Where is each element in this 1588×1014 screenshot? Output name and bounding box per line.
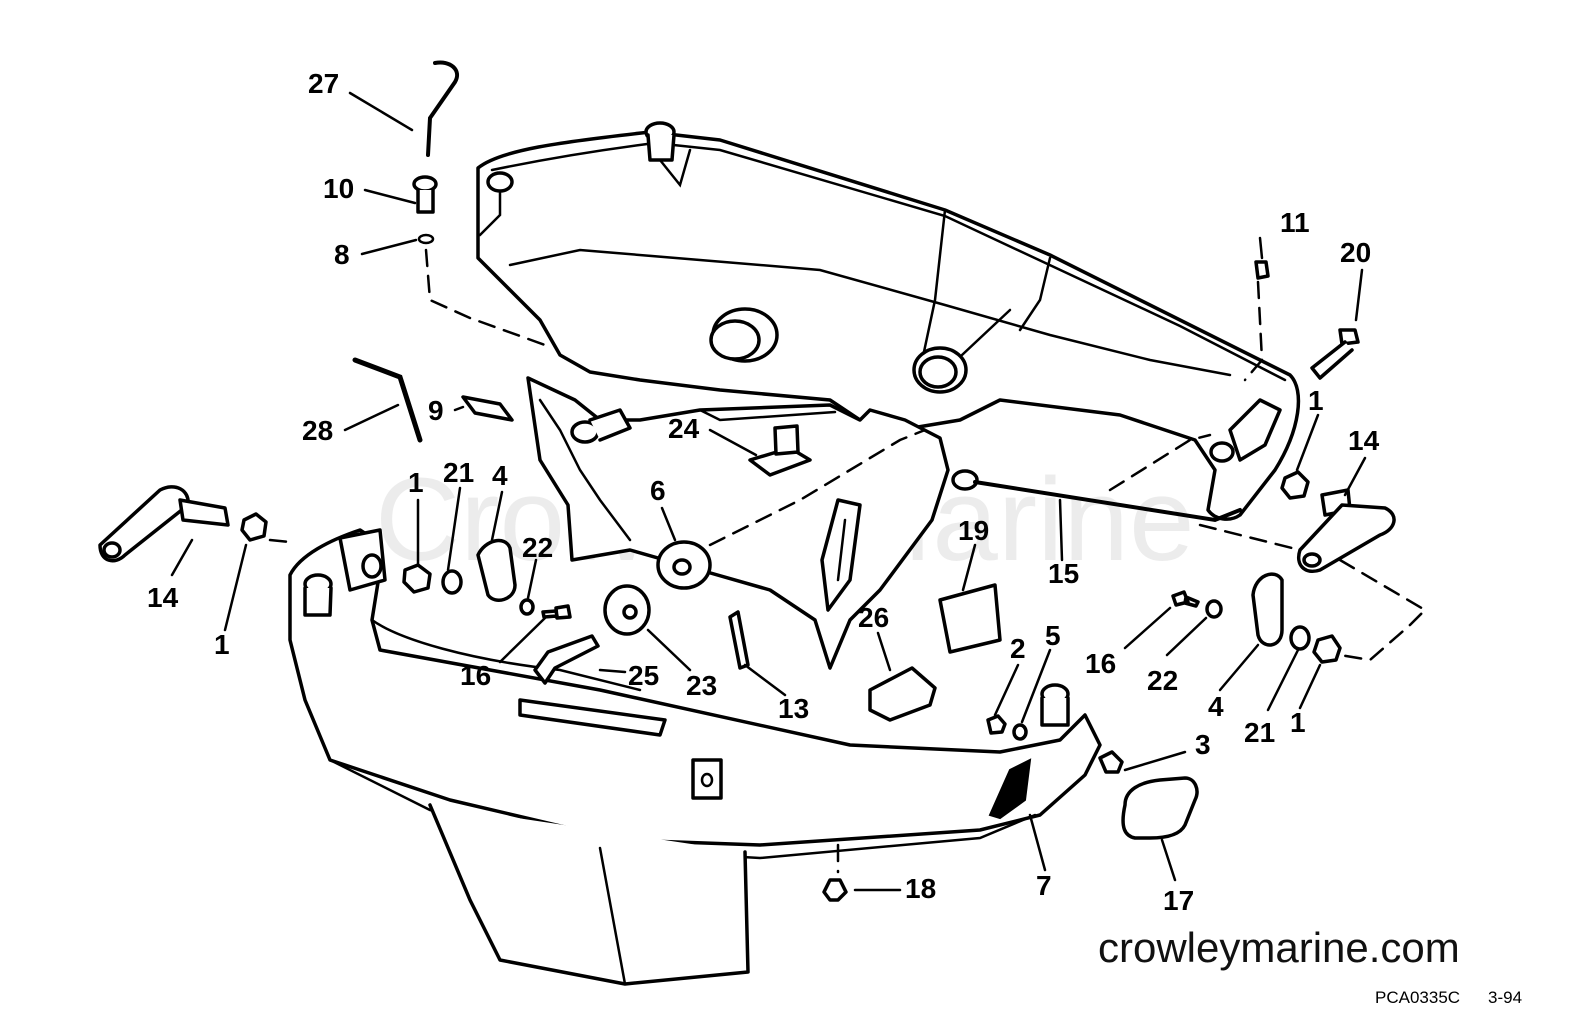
- part-1-nut-left: [240, 512, 268, 542]
- part-9-clip: [461, 395, 514, 422]
- part-14-latch-handle-left: [98, 485, 230, 563]
- part-26-bracket: [868, 666, 937, 722]
- assembly-lines: [268, 248, 1428, 874]
- callout-15: 15: [1048, 558, 1079, 589]
- part-20-screw: [1310, 328, 1360, 380]
- callout-21-right: 21: [1244, 717, 1275, 748]
- callout-21-left: 21: [443, 457, 474, 488]
- callout-28: 28: [302, 415, 333, 446]
- callout-22-left: 22: [522, 532, 553, 563]
- site-url: crowleymarine.com: [1098, 924, 1460, 971]
- callout-8: 8: [334, 239, 350, 270]
- callout-13: 13: [778, 693, 809, 724]
- part-24-bracket: [748, 424, 812, 477]
- part-18-screw: [822, 878, 848, 902]
- part-4-latch-plate-right: [1251, 572, 1284, 647]
- callout-1-mid: 1: [408, 467, 424, 498]
- callout-16-left: 16: [460, 660, 491, 691]
- part-1-nut-mid: [402, 563, 432, 594]
- part-19-pad: [938, 583, 1002, 654]
- motor-cover-side-panel: [526, 376, 979, 670]
- part-16-screw-left: [541, 604, 572, 620]
- callout-2: 2: [1010, 633, 1026, 664]
- callout-16-right: 16: [1085, 648, 1116, 679]
- callout-labels: 27 10 8 28 9 24 11 20 1 14 14 1 1 21 4 2…: [147, 68, 1380, 916]
- part-10-grommet: [412, 175, 438, 214]
- part-8-o-ring: [417, 233, 435, 245]
- part-1-nut-right-lower: [1312, 634, 1342, 664]
- callout-7: 7: [1036, 870, 1052, 901]
- part-22-washer-right: [1205, 599, 1223, 619]
- part-14-latch-handle-right: [1297, 488, 1396, 573]
- callout-14-right: 14: [1348, 425, 1380, 456]
- part-17-plug: [1121, 776, 1199, 840]
- callout-19: 19: [958, 515, 989, 546]
- part-16-screw-right: [1171, 590, 1200, 608]
- callout-3: 3: [1195, 729, 1211, 760]
- callout-18: 18: [905, 873, 936, 904]
- lower-motor-cover: [288, 528, 1102, 986]
- part-28-link-rod: [352, 357, 423, 443]
- callout-20: 20: [1340, 237, 1371, 268]
- callout-6: 6: [650, 475, 666, 506]
- part-25-stud: [533, 634, 600, 685]
- part-13-clip: [728, 610, 750, 670]
- drawing-date: 3-94: [1488, 988, 1523, 1007]
- callout-1-right-upper: 1: [1308, 385, 1324, 416]
- part-21-washer-left: [441, 569, 463, 595]
- callout-24: 24: [668, 413, 700, 444]
- leader-lines: [170, 91, 1367, 892]
- callout-23: 23: [686, 670, 717, 701]
- part-15-rod: [973, 480, 1242, 523]
- part-11-nut: [1254, 260, 1270, 280]
- callout-4-right: 4: [1208, 691, 1224, 722]
- callout-17: 17: [1163, 885, 1194, 916]
- callout-4-left: 4: [492, 460, 508, 491]
- part-22-washer-left: [519, 598, 535, 616]
- callout-1-right-lower: 1: [1290, 707, 1306, 738]
- part-6-plug: [656, 540, 712, 590]
- part-23-grommet: [603, 584, 651, 636]
- callout-22-right: 22: [1147, 665, 1178, 696]
- part-1-nut-right-upper: [1280, 470, 1310, 500]
- drawing-code: PCA0335C: [1375, 988, 1461, 1007]
- part-4-latch-plate-left: [476, 538, 517, 602]
- callout-5: 5: [1045, 620, 1061, 651]
- callout-1-left: 1: [214, 629, 230, 660]
- callout-10: 10: [323, 173, 354, 204]
- callout-25: 25: [628, 660, 659, 691]
- callout-14-left: 14: [147, 582, 179, 613]
- part-5-washer: [1012, 723, 1028, 741]
- callout-11: 11: [1280, 207, 1310, 238]
- part-21-washer-right: [1289, 625, 1311, 651]
- part-2-nut: [986, 714, 1007, 735]
- part-27-link-rod: [426, 60, 459, 157]
- callout-27: 27: [308, 68, 339, 99]
- callout-9: 9: [428, 395, 444, 426]
- callout-26: 26: [858, 602, 889, 633]
- part-3-screw: [1098, 750, 1124, 774]
